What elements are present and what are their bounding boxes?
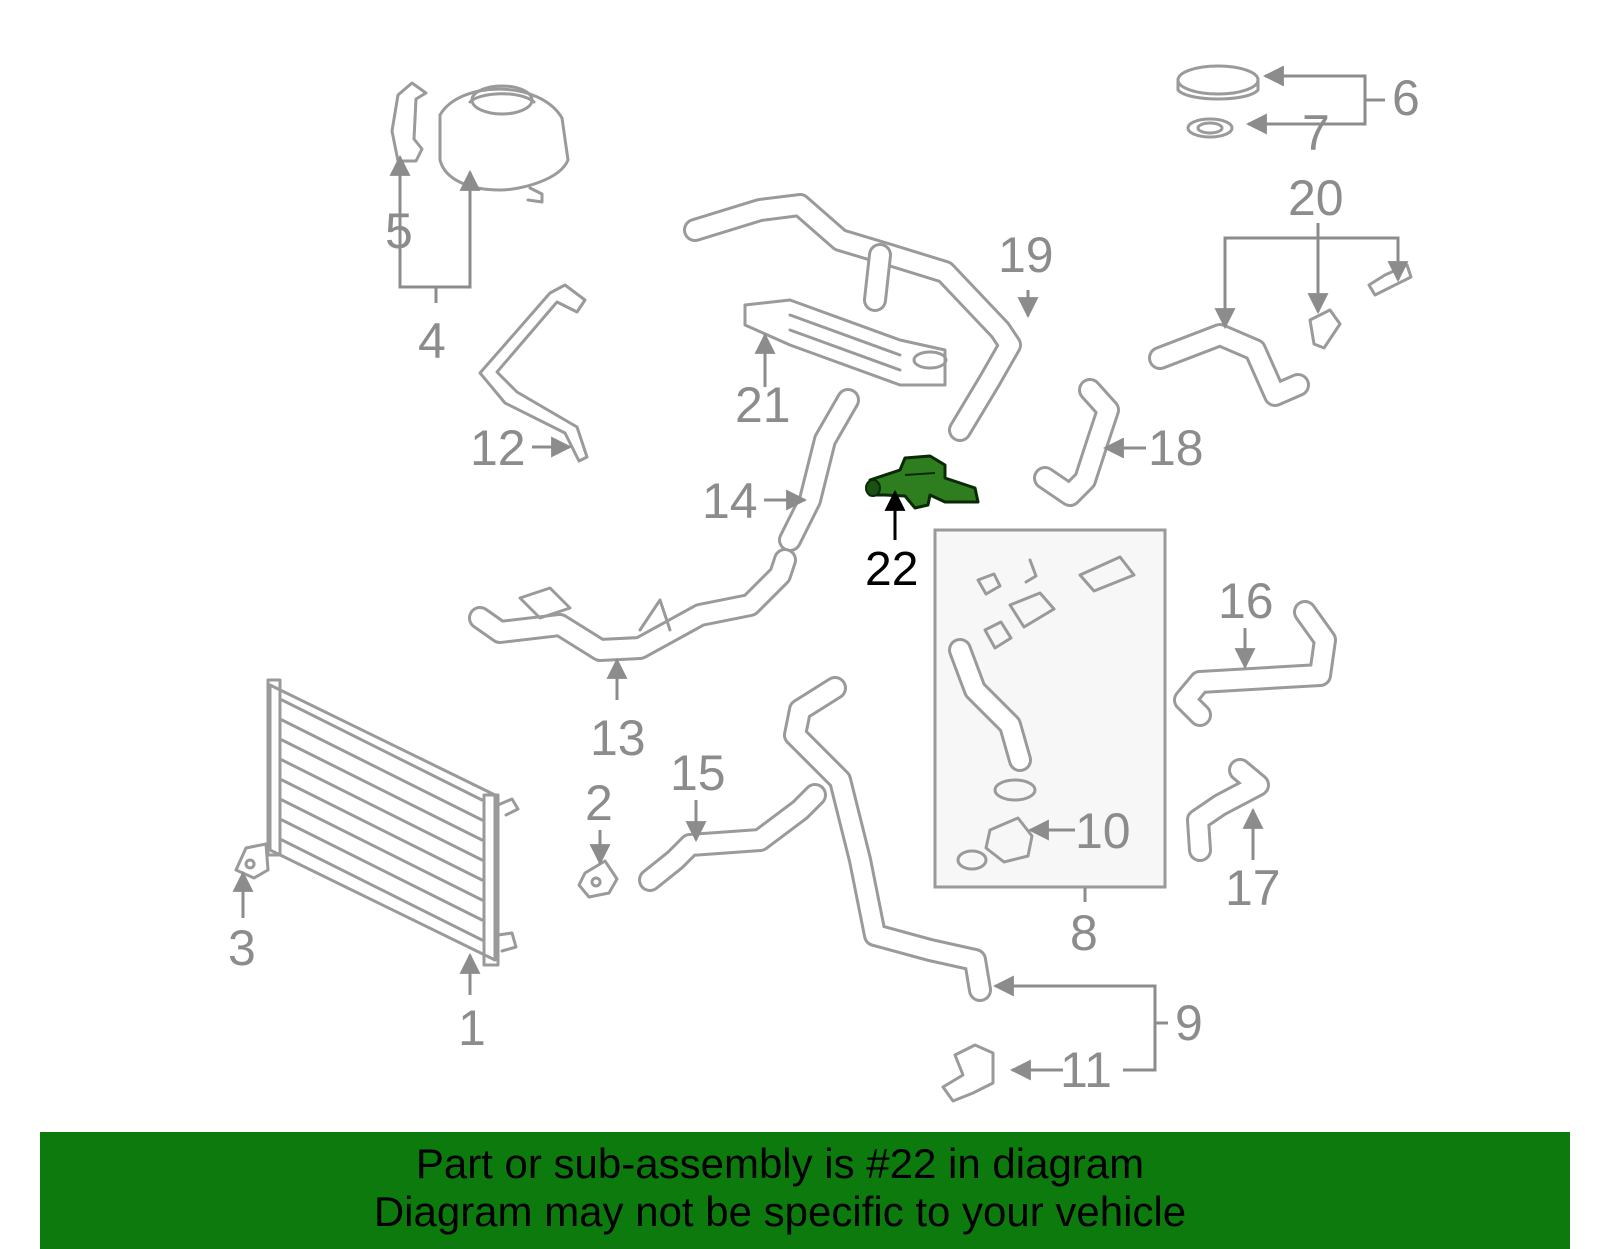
cap-seal-part (1186, 117, 1234, 139)
cooler-part-21 (743, 298, 948, 387)
reservoir-bracket-part-5 (390, 81, 428, 163)
callout-8: 8 (1070, 905, 1098, 961)
callout-11: 11 (1060, 1042, 1112, 1098)
hose-part-15 (638, 783, 827, 892)
callout-5: 5 (385, 203, 413, 259)
callout-22: 22 (865, 543, 918, 596)
hose-part-19 (683, 193, 1022, 442)
callout-16: 16 (1218, 573, 1274, 629)
hose-part-20 (1148, 263, 1413, 407)
callout-18: 18 (1148, 420, 1204, 476)
hose-part-14 (778, 388, 860, 552)
radiator-part (266, 678, 520, 967)
coolant-reservoir-part (438, 84, 570, 204)
hose-part-12 (478, 283, 589, 463)
water-outlet-part-22 (865, 454, 980, 510)
callout-21: 21 (735, 377, 791, 433)
hose-part-9 (783, 676, 992, 1002)
pipe-part-13 (468, 548, 797, 662)
parts-diagram: 1 2 3 4 5 6 7 8 9 10 11 12 13 14 15 16 1… (228, 64, 1420, 1103)
bracket-part-2 (577, 859, 619, 899)
leader-lines (232, 65, 1409, 1081)
callout-12: 12 (470, 420, 526, 476)
callout-labels: 1 2 3 4 5 6 7 8 9 10 11 12 13 14 15 16 1… (228, 70, 1420, 1098)
banner-disclaimer-line: Diagram may not be specific to your vehi… (373, 1188, 1187, 1235)
callout-9: 9 (1175, 995, 1203, 1051)
reservoir-cap-part (1176, 64, 1260, 101)
hose-part-17 (1186, 758, 1270, 862)
callout-1: 1 (458, 1000, 486, 1056)
callout-17: 17 (1225, 860, 1281, 916)
info-banner: Part or sub-assembly is #22 in diagram D… (40, 1132, 1570, 1249)
callout-20: 20 (1288, 170, 1344, 226)
callout-3: 3 (228, 920, 256, 976)
callout-2: 2 (585, 775, 613, 831)
callout-13: 13 (590, 710, 646, 766)
hose-part-18 (1033, 378, 1120, 507)
callout-4: 4 (418, 313, 446, 369)
bracket-part-3 (234, 842, 270, 880)
callout-14: 14 (702, 473, 758, 529)
hose-part-16 (1173, 600, 1337, 727)
connector-part-11 (941, 1043, 995, 1103)
banner-part-line: Part or sub-assembly is #22 in diagram (415, 1140, 1145, 1187)
callout-7: 7 (1302, 105, 1330, 161)
callout-19: 19 (998, 227, 1054, 283)
assembly-box-8 (933, 528, 1167, 889)
callout-10: 10 (1075, 803, 1131, 859)
callout-15: 15 (670, 745, 726, 801)
callout-6: 6 (1392, 70, 1420, 126)
